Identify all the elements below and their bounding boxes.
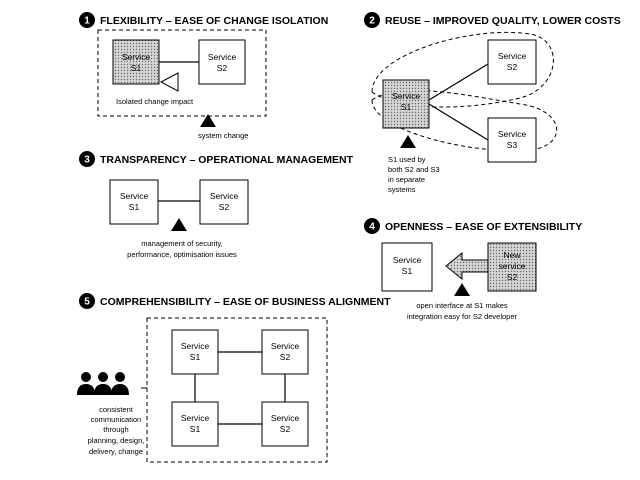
badge-2-number: 2 bbox=[369, 16, 375, 27]
reuse-s1-line2: S1 bbox=[401, 102, 412, 112]
comp-tr-line2: S2 bbox=[280, 352, 291, 362]
trans-caption-line1: management of security, bbox=[141, 239, 223, 248]
comp-tl-line1: Service bbox=[181, 341, 210, 351]
heading-reuse: REUSE – IMPROVED QUALITY, LOWER COSTS bbox=[385, 15, 621, 27]
open-service-new-s2 bbox=[487, 242, 537, 292]
people-icon bbox=[77, 372, 129, 395]
comp-tl-line2: S1 bbox=[190, 352, 201, 362]
reuse-connector-s2 bbox=[428, 63, 489, 101]
reuse-s2-line2: S2 bbox=[507, 62, 518, 72]
reuse-caption-line4: systems bbox=[388, 185, 416, 194]
open-caption-line2: integration easy for S2 developer bbox=[407, 312, 518, 321]
open-triangle-icon bbox=[159, 72, 179, 92]
badge-4-number: 4 bbox=[369, 222, 375, 233]
trans-service-s1 bbox=[109, 179, 159, 225]
comp-caption-line2: communication bbox=[91, 415, 141, 424]
reuse-s1-line1: Service bbox=[392, 91, 421, 101]
trans-service-s2 bbox=[199, 179, 249, 225]
reuse-s2-line1: Service bbox=[498, 51, 527, 61]
panel-openness: 4 OPENNESS – EASE OF EXTENSIBILITY Servi… bbox=[364, 218, 582, 321]
comp-caption-line5: delivery, change bbox=[89, 447, 143, 456]
comp-br-line2: S2 bbox=[280, 424, 291, 434]
panel-reuse: 2 REUSE – IMPROVED QUALITY, LOWER COSTS … bbox=[364, 12, 621, 194]
open-s2-line1: New bbox=[503, 250, 521, 260]
open-s1-line2: S1 bbox=[402, 266, 413, 276]
comp-caption-line4: planning, design, bbox=[88, 436, 145, 445]
comp-service-tr bbox=[261, 329, 309, 375]
comp-service-tl bbox=[171, 329, 219, 375]
reuse-caption-line3: in separate bbox=[388, 175, 425, 184]
reuse-s3-line2: S3 bbox=[507, 140, 518, 150]
comp-caption-line1: consistent bbox=[99, 405, 134, 414]
heading-transparency: TRANSPARENCY – OPERATIONAL MANAGEMENT bbox=[100, 154, 354, 166]
open-s2-line3: S2 bbox=[507, 272, 518, 282]
reuse-service-s2 bbox=[487, 39, 537, 85]
open-caption-line1: open interface at S1 makes bbox=[416, 301, 508, 310]
comprehensibility-boundary bbox=[146, 317, 328, 463]
reuse-connector-s3 bbox=[428, 103, 489, 141]
reuse-boundary-lower bbox=[371, 89, 558, 152]
flex-caption-outer: system change bbox=[198, 131, 248, 140]
flex-s1-line1: Service bbox=[122, 52, 151, 62]
trans-s2-line2: S2 bbox=[219, 202, 230, 212]
flex-s2-line1: Service bbox=[208, 52, 237, 62]
flexibility-boundary bbox=[97, 29, 267, 117]
arrow-icon bbox=[445, 251, 489, 281]
badge-1-number: 1 bbox=[84, 16, 90, 27]
flex-service-s2 bbox=[198, 39, 246, 85]
flex-s2-line2: S2 bbox=[217, 63, 228, 73]
comp-caption-line3: through bbox=[103, 425, 128, 434]
triangle-icon bbox=[454, 283, 470, 296]
heading-openness: OPENNESS – EASE OF EXTENSIBILITY bbox=[385, 221, 582, 233]
comp-bl-line1: Service bbox=[181, 413, 210, 423]
badge-3-number: 3 bbox=[84, 155, 90, 166]
reuse-caption-line1: S1 used by bbox=[388, 155, 426, 164]
reuse-s3-line1: Service bbox=[498, 129, 527, 139]
badge-3 bbox=[79, 151, 95, 167]
badge-4 bbox=[364, 218, 380, 234]
heading-flexibility: FLEXIBILITY – EASE OF CHANGE ISOLATION bbox=[100, 15, 328, 27]
reuse-boundary-upper bbox=[371, 31, 554, 108]
badge-1 bbox=[79, 12, 95, 28]
open-s2-line2: service bbox=[499, 261, 526, 271]
comp-tr-line1: Service bbox=[271, 341, 300, 351]
triangle-icon bbox=[200, 114, 216, 127]
trans-s1-line1: Service bbox=[120, 191, 149, 201]
comp-br-line1: Service bbox=[271, 413, 300, 423]
flex-s1-line2: S1 bbox=[131, 63, 142, 73]
trans-caption-line2: performance, optimisation issues bbox=[127, 250, 237, 259]
trans-s1-line2: S1 bbox=[129, 202, 140, 212]
comp-service-br bbox=[261, 401, 309, 447]
trans-s2-line1: Service bbox=[210, 191, 239, 201]
badge-2 bbox=[364, 12, 380, 28]
reuse-service-s1 bbox=[382, 79, 430, 129]
reuse-service-s3 bbox=[487, 117, 537, 163]
panel-flexibility: 1 FLEXIBILITY – EASE OF CHANGE ISOLATION… bbox=[79, 12, 328, 140]
reuse-caption-line2: both S2 and S3 bbox=[388, 165, 440, 174]
badge-5-number: 5 bbox=[84, 297, 90, 308]
open-service-s1 bbox=[381, 242, 433, 292]
comp-bl-line2: S1 bbox=[190, 424, 201, 434]
badge-5 bbox=[79, 293, 95, 309]
triangle-icon bbox=[171, 218, 187, 231]
flex-caption-inner: Isolated change impact bbox=[116, 97, 194, 106]
triangle-icon bbox=[400, 135, 416, 148]
flex-service-s1 bbox=[112, 39, 160, 85]
heading-comprehensibility: COMPREHENSIBILITY – EASE OF BUSINESS ALI… bbox=[100, 296, 391, 308]
panel-transparency: 3 TRANSPARENCY – OPERATIONAL MANAGEMENT … bbox=[79, 151, 354, 259]
panel-comprehensibility: 5 COMPREHENSIBILITY – EASE OF BUSINESS A… bbox=[77, 293, 391, 463]
open-s1-line1: Service bbox=[393, 255, 422, 265]
